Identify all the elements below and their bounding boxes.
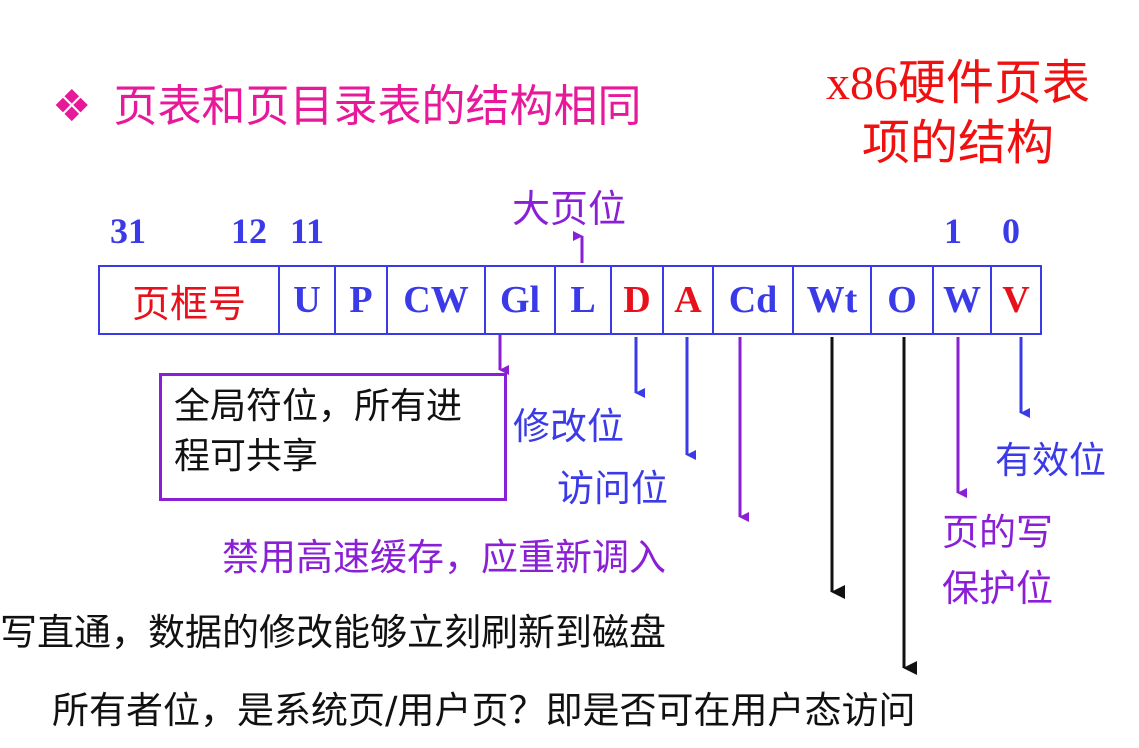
bit-number-11: 11 [290,211,325,251]
field-v: V [1002,279,1030,321]
field-p: P [336,267,388,333]
heading-text: 页表和页目录表的结构相同 [113,81,642,132]
valid-bit-label: 有效位 [995,439,1106,482]
field-d: D [612,267,664,333]
field-gl: Gl [486,267,556,333]
diamond-bullet-icon: ❖ [52,81,92,132]
write-through-label: 写直通，数据的修改能够立刻刷新到磁盘 [0,611,666,654]
field-w: W [934,267,992,333]
bit-number-31: 31 [110,211,146,251]
field-a: A [664,267,714,333]
cache-disable-label: 禁用高速缓存，应重新调入 [222,536,666,579]
page-heading: ❖ 页表和页目录表的结构相同 [52,70,641,134]
field-l: L [556,267,612,333]
bit-number-12: 12 [231,211,267,251]
dirty-bit-label: 修改位 [513,405,624,448]
field-wt: Wt [794,267,872,333]
bit-number-1: 1 [944,211,962,251]
bit-number-0: 0 [1002,211,1020,251]
diagram-subtitle: x86硬件页表项的结构 [825,57,1090,170]
big-page-label: 大页位 [512,187,627,231]
write-protect-label: 页的写保护位 [942,511,1053,610]
field-o: O [872,267,934,333]
field-page-frame: 页框号 [100,267,280,333]
field-cd: Cd [714,267,794,333]
global-bit-note: 全局符位，所有进程可共享 [159,373,507,501]
page-table-entry-row: 页框号 U P CW Gl L D A Cd Wt O W V [98,265,1042,335]
field-u: U [280,267,336,333]
field-cw: CW [388,267,486,333]
accessed-bit-label: 访问位 [557,467,668,510]
owner-bit-label: 所有者位，是系统页/用户页？即是否可在用户态访问 [52,689,916,732]
